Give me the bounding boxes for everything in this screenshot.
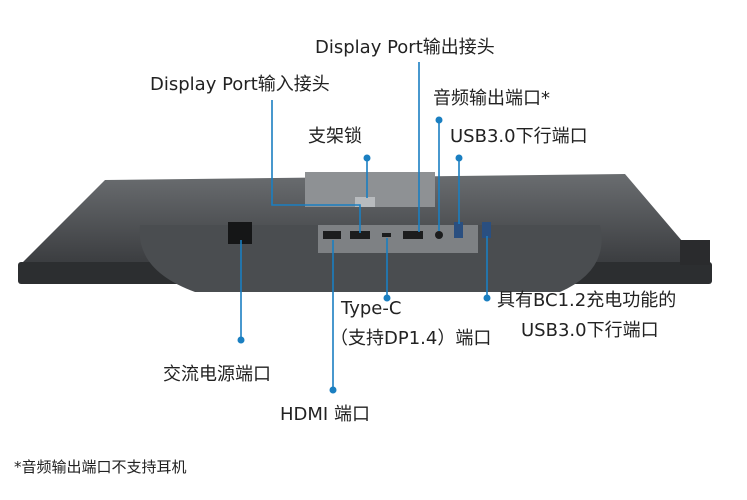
dp-in-port [350, 231, 370, 239]
label-usb-down: USB3.0下行端口 [450, 126, 588, 147]
label-typec-line1: Type-C [341, 298, 402, 319]
usb-port [454, 222, 463, 238]
usb-bc-port [482, 222, 491, 238]
label-dp-out: Display Port输出接头 [315, 37, 495, 58]
callout-dots [237, 116, 491, 394]
label-usb-bc-line2: USB3.0下行端口 [521, 320, 659, 341]
callout-lines [240, 62, 488, 390]
monitor-body [18, 172, 712, 292]
label-hdmi: HDMI 端口 [280, 404, 370, 425]
hdmi-port [323, 231, 341, 239]
label-stand-lock: 支架锁 [308, 126, 362, 147]
footnote: *音频输出端口不支持耳机 [14, 458, 187, 476]
dp-out-port [403, 231, 423, 239]
label-typec-line2: （支持DP1.4）端口 [330, 328, 492, 349]
ac-power-port [228, 222, 252, 244]
label-usb-bc-line1: 具有BC1.2充电功能的 [497, 290, 677, 311]
label-ac-power: 交流电源端口 [163, 364, 271, 385]
typec-port [382, 233, 391, 237]
label-dp-in: Display Port输入接头 [150, 74, 330, 95]
label-audio-out: 音频输出端口* [433, 88, 550, 109]
stand-lock [355, 197, 375, 207]
audio-port [435, 231, 443, 239]
